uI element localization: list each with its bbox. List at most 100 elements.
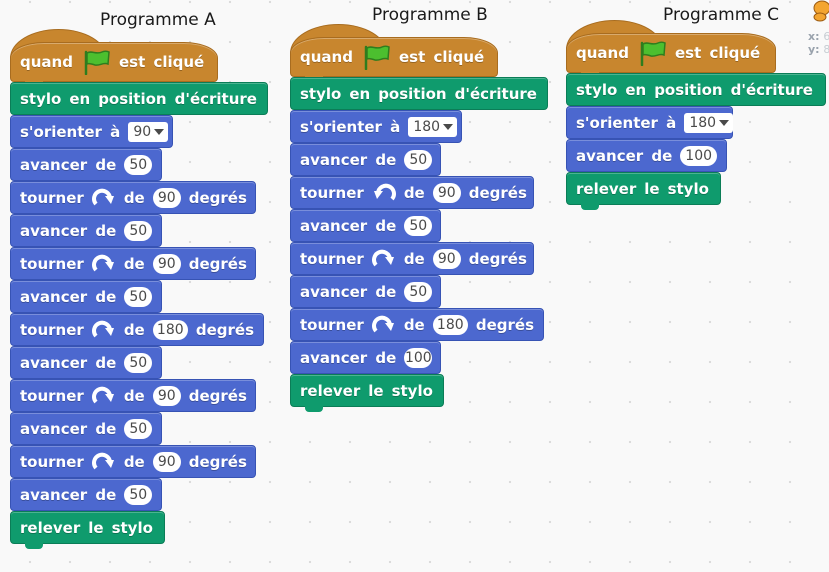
- block-word: quand: [576, 44, 629, 62]
- steps-input[interactable]: 50: [124, 220, 153, 241]
- cat-sprite-icon: [813, 0, 829, 22]
- direction-value: 90: [133, 123, 152, 140]
- block-label: tourner: [300, 183, 364, 202]
- rotate-right-icon: [371, 249, 396, 269]
- dropdown-caret-icon: [154, 128, 165, 135]
- block-word: relever: [300, 381, 361, 400]
- direction-dropdown[interactable]: 180: [408, 116, 458, 137]
- green-flag-icon: [81, 49, 111, 75]
- degrees-input[interactable]: 90: [152, 253, 181, 274]
- when-flag-clicked-block[interactable]: quand est cliqué: [566, 20, 776, 78]
- x-value: 6: [823, 30, 829, 43]
- degrees-input[interactable]: 90: [152, 187, 181, 208]
- block-label: avancer de: [20, 353, 117, 372]
- block-word: degrés: [188, 254, 247, 273]
- degrees-input[interactable]: 90: [432, 182, 461, 203]
- steps-input[interactable]: 50: [404, 149, 433, 170]
- program-title: Programme B: [372, 5, 488, 25]
- direction-dropdown[interactable]: 90: [128, 121, 169, 142]
- block-word: relever: [576, 179, 637, 198]
- steps-input[interactable]: 50: [124, 352, 153, 373]
- steps-input[interactable]: 50: [124, 286, 153, 307]
- block-word: en: [69, 89, 91, 108]
- steps-input[interactable]: 50: [124, 154, 153, 175]
- block-label: tourner: [20, 386, 84, 405]
- block-word: stylo: [111, 518, 153, 537]
- y-label: y:: [808, 43, 820, 56]
- block-label: tourner: [300, 249, 364, 268]
- block-word: est cliqué: [674, 44, 761, 62]
- degrees-input[interactable]: 90: [152, 385, 181, 406]
- block-word: degrés: [188, 386, 247, 405]
- block-word: degrés: [468, 183, 527, 202]
- turn-left-block[interactable]: tourner de 90 degrés: [290, 176, 534, 209]
- y-value: 8: [823, 43, 829, 56]
- program-title: Programme C: [663, 5, 780, 25]
- block-word: degrés: [468, 249, 527, 268]
- degrees-input[interactable]: 180: [152, 319, 188, 340]
- steps-input[interactable]: 50: [124, 418, 153, 439]
- move-steps-block[interactable]: avancer de 50: [10, 346, 162, 379]
- block-word: le: [368, 381, 384, 400]
- dropdown-caret-icon: [719, 119, 730, 126]
- green-flag-icon: [637, 40, 667, 66]
- block-word: est cliqué: [118, 53, 205, 71]
- steps-input[interactable]: 50: [124, 484, 153, 505]
- degrees-input[interactable]: 180: [432, 314, 468, 335]
- block-word: de: [403, 183, 425, 202]
- block-word: degrés: [188, 188, 247, 207]
- rotate-right-icon: [371, 315, 396, 335]
- direction-value: 180: [413, 118, 441, 135]
- steps-input[interactable]: 100: [404, 347, 433, 368]
- steps-input[interactable]: 50: [404, 281, 433, 302]
- point-in-direction-block[interactable]: s'orienter à 180: [566, 106, 734, 139]
- degrees-input[interactable]: 90: [152, 451, 181, 472]
- sprite-coordinates: x: 6 y: 8: [808, 30, 829, 56]
- move-steps-block[interactable]: avancer de 100: [290, 341, 441, 374]
- block-word: de: [123, 452, 145, 471]
- degrees-input[interactable]: 90: [432, 248, 461, 269]
- block-word: le: [88, 518, 104, 537]
- sprite-thumbnail[interactable]: [806, 0, 829, 26]
- block-word: degrés: [475, 315, 534, 334]
- direction-value: 180: [689, 114, 717, 131]
- block-label: s'orienter à: [576, 113, 677, 132]
- block-word: degrés: [195, 320, 254, 339]
- direction-dropdown[interactable]: 180: [684, 112, 734, 133]
- steps-input[interactable]: 100: [680, 145, 717, 166]
- move-steps-block[interactable]: avancer de 50: [10, 478, 162, 511]
- block-word: de: [123, 386, 145, 405]
- steps-input[interactable]: 50: [404, 215, 433, 236]
- rotate-right-icon: [91, 320, 116, 340]
- block-label: avancer de: [300, 348, 397, 367]
- turn-right-block[interactable]: tourner de 90 degrés: [10, 379, 256, 412]
- block-label: avancer de: [20, 485, 117, 504]
